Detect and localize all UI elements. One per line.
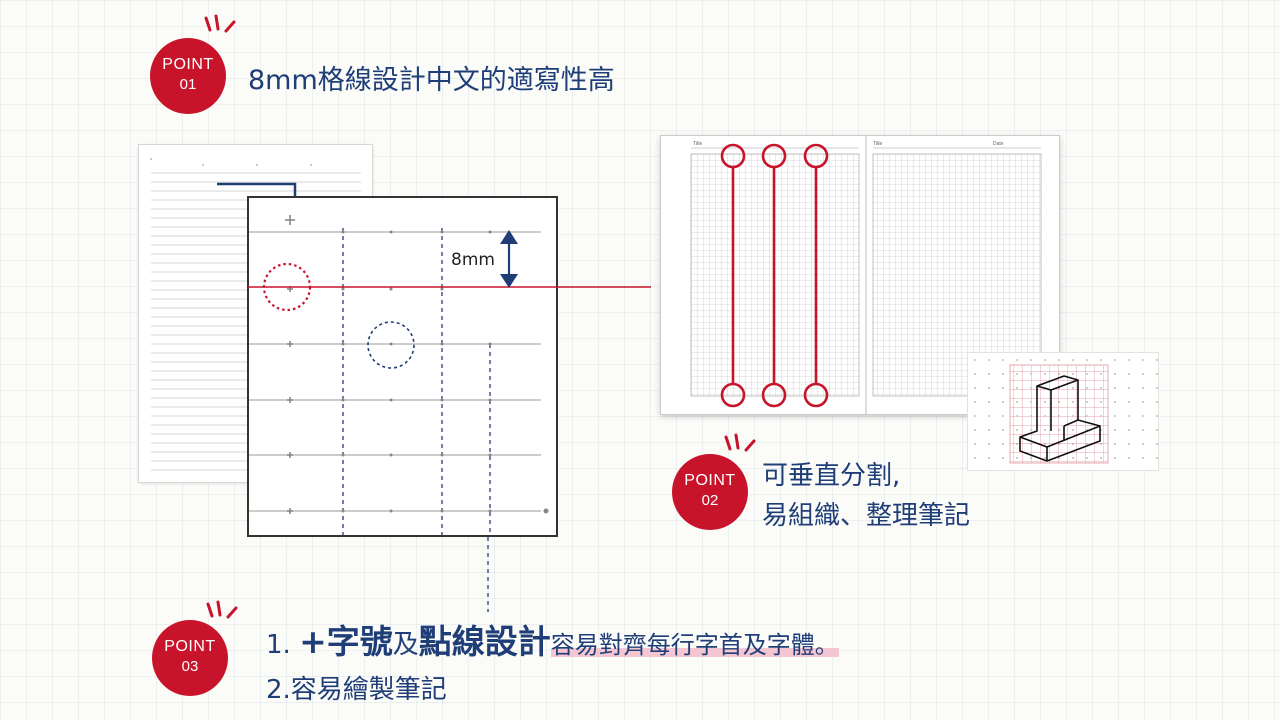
spark-icon: [206, 600, 238, 619]
point-02-badge: POINT 02: [672, 454, 748, 530]
point-03-prefix: 1.: [266, 630, 300, 660]
sketch-inset: [968, 353, 1158, 470]
zoomed-grid-page: [247, 196, 558, 537]
spread-right-header-title: Title: [873, 141, 883, 147]
point-02-label: POINT: [684, 472, 736, 489]
point-03-line2: 2.容易繪製筆記: [266, 675, 447, 705]
point-03-label: POINT: [164, 638, 216, 655]
point-02-number: 02: [701, 492, 719, 509]
point-01-number: 01: [179, 76, 197, 93]
spark-icon: [724, 433, 756, 452]
point-03-mid: 及: [392, 630, 419, 660]
point-02-line1: 可垂直分割,: [762, 461, 901, 491]
point-03-line1: 1. +字號及點線設計容易對齊每行字首及字體。: [266, 620, 839, 667]
point-03-badge: POINT 03: [152, 620, 228, 696]
measure-label: 8mm: [451, 250, 495, 270]
point-03-bold-a: +字號: [299, 622, 393, 661]
point-01-label: POINT: [162, 56, 214, 73]
spread-left-header: Title: [693, 141, 703, 147]
point-03-bold-b: 點線設計: [418, 622, 551, 661]
spark-icon: [204, 14, 236, 33]
point-02-line2: 易組織、整理筆記: [762, 501, 971, 531]
spread-right-header-date: Date: [993, 141, 1004, 147]
point-03-number: 03: [181, 658, 199, 675]
point-01-badge: POINT 01: [150, 38, 226, 114]
point-03-rest: 容易對齊每行字首及字體。: [550, 631, 839, 659]
point-01-text: 8mm格線設計中文的適寫性高: [248, 65, 615, 96]
